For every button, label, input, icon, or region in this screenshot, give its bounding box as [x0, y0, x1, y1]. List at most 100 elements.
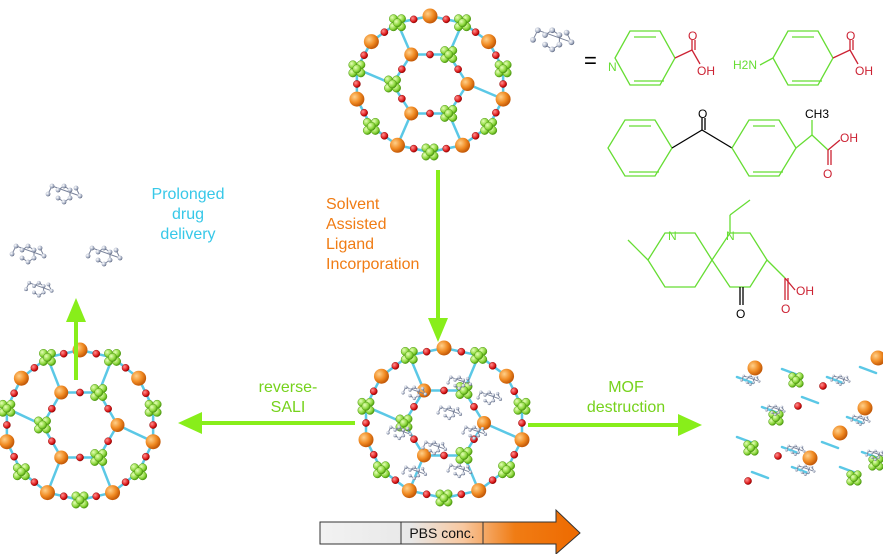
atom	[436, 411, 440, 415]
atom	[31, 247, 37, 253]
metal-node	[105, 485, 121, 501]
atom	[41, 284, 46, 288]
metal-node	[373, 368, 389, 384]
atom	[858, 414, 862, 418]
oxygen-node	[104, 404, 112, 413]
atom	[408, 388, 412, 392]
oxygen-node	[391, 362, 400, 370]
atom	[446, 381, 450, 385]
oxygen-node	[471, 132, 480, 140]
atom	[386, 431, 390, 435]
atom	[476, 396, 480, 400]
zr-cluster	[2, 403, 12, 413]
metal-node	[832, 425, 848, 441]
linker	[790, 465, 810, 475]
atom	[797, 451, 800, 454]
oxygen-node	[104, 437, 112, 446]
atom	[412, 385, 416, 389]
oxygen-node	[499, 80, 507, 88]
atom	[867, 419, 871, 423]
atom	[412, 396, 416, 401]
atom	[752, 381, 755, 384]
atom	[117, 255, 123, 261]
atom	[443, 413, 447, 418]
zr-cluster	[43, 352, 52, 362]
oxygen-node	[442, 15, 451, 24]
atom	[862, 416, 865, 420]
atom	[25, 243, 31, 249]
atom	[107, 249, 113, 255]
metal-node	[436, 340, 452, 356]
mof-cage-top	[348, 8, 512, 161]
atom	[436, 448, 441, 453]
sali-arrow	[428, 170, 448, 342]
atom	[530, 36, 536, 43]
bond	[480, 391, 501, 400]
atom	[32, 284, 36, 288]
zr-cluster	[361, 401, 371, 411]
atom	[491, 393, 496, 397]
oxygen-node	[442, 144, 451, 153]
linker	[845, 415, 865, 425]
atom	[800, 445, 804, 449]
metal-node	[39, 485, 55, 501]
metal-node	[358, 432, 374, 448]
zr-cluster	[502, 465, 511, 475]
zr-cluster	[459, 451, 469, 460]
oxygen-node	[454, 65, 462, 74]
atom	[461, 466, 466, 470]
bond	[51, 185, 81, 197]
oxygen-node	[426, 109, 434, 118]
metal-node	[747, 360, 763, 376]
atom	[752, 376, 755, 380]
oh-label-3: OH	[840, 131, 858, 145]
atom	[457, 463, 461, 467]
atom	[447, 405, 451, 409]
o-label-3: O	[823, 167, 832, 181]
zr-cluster	[399, 418, 409, 428]
atom	[870, 456, 874, 459]
metal-node	[401, 483, 417, 499]
atom	[765, 408, 768, 412]
atom	[428, 448, 432, 453]
atom	[549, 46, 556, 53]
o-label-1: O	[688, 29, 697, 43]
oxygen-node	[121, 364, 130, 372]
atom	[19, 255, 25, 261]
atom	[416, 468, 421, 472]
oxygen-node	[510, 450, 519, 459]
bond	[868, 450, 883, 457]
atom	[401, 391, 405, 395]
atom	[412, 465, 416, 469]
oxygen-node	[30, 364, 39, 372]
atom	[787, 444, 791, 448]
oxygen-node	[10, 452, 18, 461]
bond	[405, 386, 426, 395]
linker	[825, 375, 845, 385]
oxygen-node	[353, 80, 361, 88]
metal-node	[460, 77, 475, 91]
atom	[563, 29, 570, 36]
atom	[873, 458, 877, 461]
metal-node	[802, 450, 818, 466]
metal-node	[389, 137, 405, 153]
prolonged-delivery-label: Prolonged drug delivery	[151, 186, 225, 243]
metal-node	[870, 350, 883, 366]
atom	[89, 245, 95, 251]
linker	[750, 470, 770, 480]
zr-cluster	[444, 108, 454, 118]
atom	[795, 468, 798, 472]
atom	[850, 418, 853, 422]
atom	[745, 381, 749, 384]
atom	[461, 378, 466, 382]
atom	[416, 473, 421, 478]
oxygen-node	[398, 94, 406, 103]
atom	[49, 183, 55, 189]
oxygen-node	[471, 28, 480, 36]
bond	[853, 415, 870, 422]
atom	[37, 245, 43, 251]
atom	[73, 185, 79, 191]
mof-cage-released	[0, 342, 162, 509]
atom	[830, 378, 833, 382]
atom	[465, 376, 470, 381]
